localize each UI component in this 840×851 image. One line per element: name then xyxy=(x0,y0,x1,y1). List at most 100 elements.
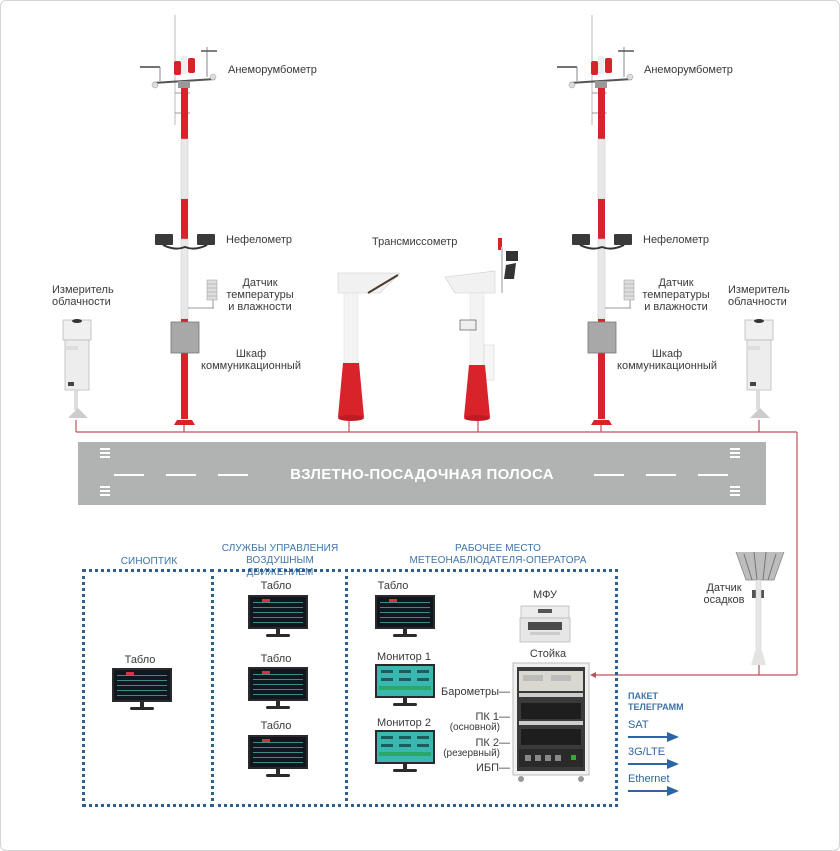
screen-alert-cell xyxy=(262,599,270,602)
printer-label: МФУ xyxy=(533,589,557,601)
arrow-right-icon xyxy=(628,786,679,796)
screen-row xyxy=(253,684,303,685)
right-ceilometer xyxy=(744,319,774,418)
right-nephelometer-label: Нефелометр xyxy=(643,234,709,246)
screen-row xyxy=(253,757,303,758)
screen-row xyxy=(253,694,303,695)
monitor-screen xyxy=(248,735,308,769)
atc-display-1-label: Табло xyxy=(260,580,292,592)
left-comm-cabinet-label: Шкаф коммуникационный xyxy=(201,348,301,372)
monitor-2-monitor-icon xyxy=(375,730,435,774)
screen-widget xyxy=(399,744,411,747)
screen-widget xyxy=(399,678,411,681)
screen-row xyxy=(253,742,303,743)
runway-centerline-dash xyxy=(166,474,196,476)
screen-row xyxy=(253,747,303,748)
arrow-right-icon xyxy=(628,732,679,742)
atc-display-2-label: Табло xyxy=(260,653,292,665)
precipitation-sensor-label: Датчик осадков xyxy=(703,582,745,606)
precipitation-sensor xyxy=(735,551,785,665)
rack-label: Стойка xyxy=(529,648,567,660)
screen-widget xyxy=(381,736,393,739)
screen-alert-cell xyxy=(389,599,397,602)
right-temp-humidity-label: Датчик температуры и влажности xyxy=(642,277,710,313)
runway-centerline-dash xyxy=(646,474,676,476)
monitor-stand xyxy=(403,698,407,703)
screen-row xyxy=(253,617,303,618)
left-ceilometer xyxy=(62,319,92,418)
group-title-synoptic: СИНОПТИК xyxy=(120,556,178,567)
monitor-stand xyxy=(276,769,280,774)
monitor-stand xyxy=(403,629,407,634)
monitor-base xyxy=(266,706,290,709)
screen-row xyxy=(253,674,303,675)
runway-centerline-dash xyxy=(114,474,144,476)
runway-threshold-marks xyxy=(100,486,110,498)
screen-widget xyxy=(381,744,393,747)
atc-display-3-monitor-icon xyxy=(248,735,308,779)
group-title-operator: РАБОЧЕЕ МЕСТО МЕТЕОНАБЛЮДАТЕЛЯ-ОПЕРАТОРА xyxy=(409,543,587,566)
screen-widget xyxy=(381,670,393,673)
screen-widget xyxy=(399,736,411,739)
runway-threshold-marks xyxy=(730,448,740,460)
monitor-stand xyxy=(403,764,407,769)
screen-row xyxy=(253,689,303,690)
rack-ups-label: ИБП— xyxy=(475,762,510,774)
output-channel-sat: SAT xyxy=(628,719,649,731)
screen-alert-cell xyxy=(262,739,270,742)
screen-widget xyxy=(417,736,429,739)
arrow-right-icon xyxy=(628,759,679,769)
screen-alert-cell xyxy=(262,671,270,674)
atc-display-3-label: Табло xyxy=(260,720,292,732)
rack-barometers-label: Барометры— xyxy=(441,686,510,698)
monitor-screen xyxy=(375,595,435,629)
monitor-screen xyxy=(248,667,308,701)
operator-display-label: Табло xyxy=(377,580,409,592)
cable-arrow-head xyxy=(590,672,596,678)
runway: ВЗЛЕТНО-ПОСАДОЧНАЯ ПОЛОСА xyxy=(78,442,766,505)
runway-centerline-dash xyxy=(698,474,728,476)
screen-row xyxy=(117,685,167,686)
left-weather-mast xyxy=(140,15,218,425)
transmissometer-label: Трансмиссометр xyxy=(372,236,458,248)
server-rack xyxy=(512,662,590,782)
group-box-operator xyxy=(345,569,618,807)
screen-row xyxy=(380,607,430,608)
screen-row xyxy=(117,675,167,676)
group-box-synoptic xyxy=(82,569,214,807)
atc-display-1-monitor-icon xyxy=(248,595,308,639)
printer-icon xyxy=(519,605,571,643)
runway-centerline-dash xyxy=(594,474,624,476)
screen-row xyxy=(117,680,167,681)
monitor-base xyxy=(393,634,417,637)
right-ceilometer-label: Измеритель облачности xyxy=(728,284,790,308)
screen-row xyxy=(380,602,430,603)
screen-row xyxy=(380,612,430,613)
atc-display-2-monitor-icon xyxy=(248,667,308,711)
screen-row xyxy=(253,602,303,603)
screen-row xyxy=(253,752,303,753)
screen-row xyxy=(253,612,303,613)
monitor-screen xyxy=(248,595,308,629)
screen-bar xyxy=(379,686,431,690)
monitor-screen xyxy=(375,664,435,698)
synoptic-display-label: Табло xyxy=(124,654,156,666)
screen-row xyxy=(253,622,303,623)
screen-widget xyxy=(417,678,429,681)
screen-row xyxy=(253,607,303,608)
runway-threshold-marks xyxy=(100,448,110,460)
monitor-1-monitor-icon xyxy=(375,664,435,708)
monitor-screen xyxy=(375,730,435,764)
left-temp-humidity-label: Датчик температуры и влажности xyxy=(226,277,294,313)
screen-row xyxy=(253,679,303,680)
screen-widget xyxy=(399,670,411,673)
screen-row xyxy=(380,617,430,618)
monitor-base xyxy=(266,774,290,777)
monitor-1-label: Монитор 1 xyxy=(377,651,431,663)
output-channel-3g-lte: 3G/LTE xyxy=(628,746,666,758)
screen-widget xyxy=(417,744,429,747)
screen-row xyxy=(380,622,430,623)
transmissometer xyxy=(337,238,518,421)
right-comm-cabinet-label: Шкаф коммуникационный xyxy=(617,348,717,372)
